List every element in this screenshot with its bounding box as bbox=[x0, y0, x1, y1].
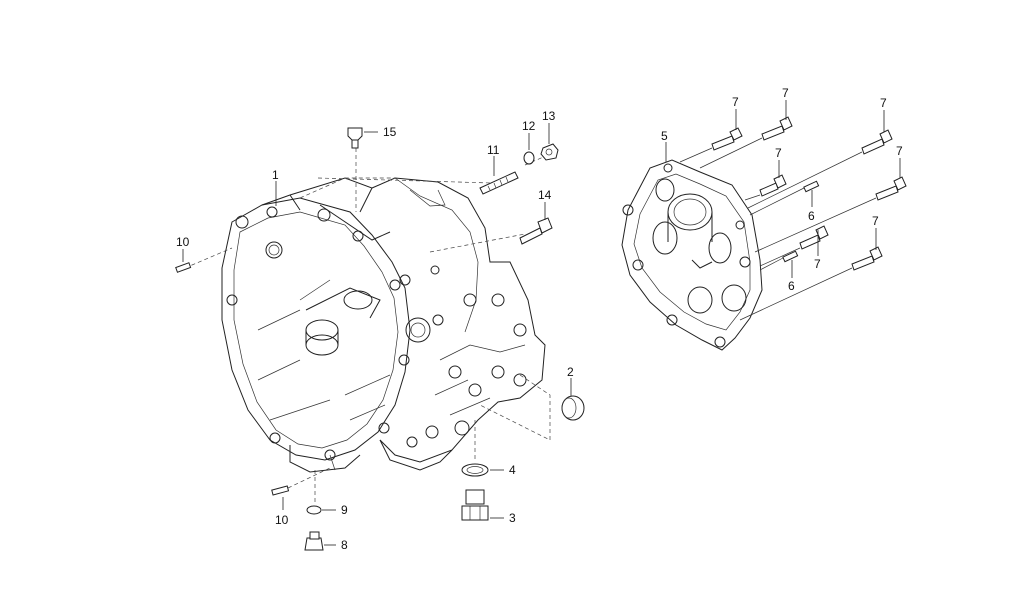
cover-bolt-4 bbox=[759, 174, 787, 197]
cover-bolt-7 bbox=[851, 246, 883, 271]
cover-dowel-pin bbox=[803, 180, 820, 193]
dowel-pin bbox=[175, 262, 192, 273]
cover-bolt-6 bbox=[799, 225, 829, 250]
callout-6a: 6 bbox=[808, 209, 815, 223]
assembly-line-pin bbox=[184, 247, 233, 269]
cover-bolt-5 bbox=[875, 176, 907, 201]
clutch-housing bbox=[221, 177, 411, 461]
cover-bolt-3 bbox=[861, 129, 893, 155]
breather-plug bbox=[347, 127, 363, 149]
callout-13: 13 bbox=[542, 109, 556, 123]
washer bbox=[523, 151, 535, 165]
callout-7f: 7 bbox=[814, 257, 821, 271]
cover-bolt-2 bbox=[761, 116, 793, 141]
callout-4: 4 bbox=[509, 463, 516, 477]
callout-7c: 7 bbox=[880, 96, 887, 110]
callout-7g: 7 bbox=[872, 214, 879, 228]
cover-dowel-pin bbox=[782, 250, 799, 263]
callout-7a: 7 bbox=[732, 95, 739, 109]
assembly-line-top bbox=[299, 177, 395, 199]
drain-plug bbox=[304, 531, 324, 551]
assembly-line-cap bbox=[479, 374, 551, 441]
gearbox-body bbox=[289, 177, 546, 473]
callout-11: 11 bbox=[487, 143, 500, 157]
cover-bolt-1 bbox=[711, 127, 743, 151]
sealing-washer bbox=[306, 505, 322, 515]
callout-15: 15 bbox=[383, 125, 397, 139]
callout-12: 12 bbox=[522, 119, 536, 133]
rear-cover-plate bbox=[621, 159, 763, 351]
bolt bbox=[519, 217, 553, 245]
dowel-pin bbox=[271, 485, 290, 496]
callout-7b: 7 bbox=[782, 86, 789, 100]
callout-9: 9 bbox=[341, 503, 348, 517]
expansion-cap bbox=[561, 395, 585, 421]
callout-7e: 7 bbox=[896, 144, 903, 158]
callout-14: 14 bbox=[538, 188, 552, 202]
assembly-line-pin-bottom bbox=[287, 467, 331, 489]
filler-plug bbox=[461, 489, 489, 521]
callout-10a: 10 bbox=[176, 235, 190, 249]
assembly-line-bolt14 bbox=[429, 233, 526, 253]
cover-assembly-lines bbox=[679, 137, 877, 321]
stud bbox=[479, 171, 519, 195]
drain-washer bbox=[461, 463, 489, 477]
nut bbox=[540, 143, 559, 161]
callout-2: 2 bbox=[567, 365, 574, 379]
callout-3: 3 bbox=[509, 511, 516, 525]
callout-1: 1 bbox=[272, 168, 279, 182]
callout-10b: 10 bbox=[275, 513, 289, 527]
callout-5: 5 bbox=[661, 129, 668, 143]
assembly-line-stud bbox=[317, 154, 549, 184]
callout-8: 8 bbox=[341, 538, 348, 552]
callout-6b: 6 bbox=[788, 279, 795, 293]
callout-7d: 7 bbox=[775, 146, 782, 160]
